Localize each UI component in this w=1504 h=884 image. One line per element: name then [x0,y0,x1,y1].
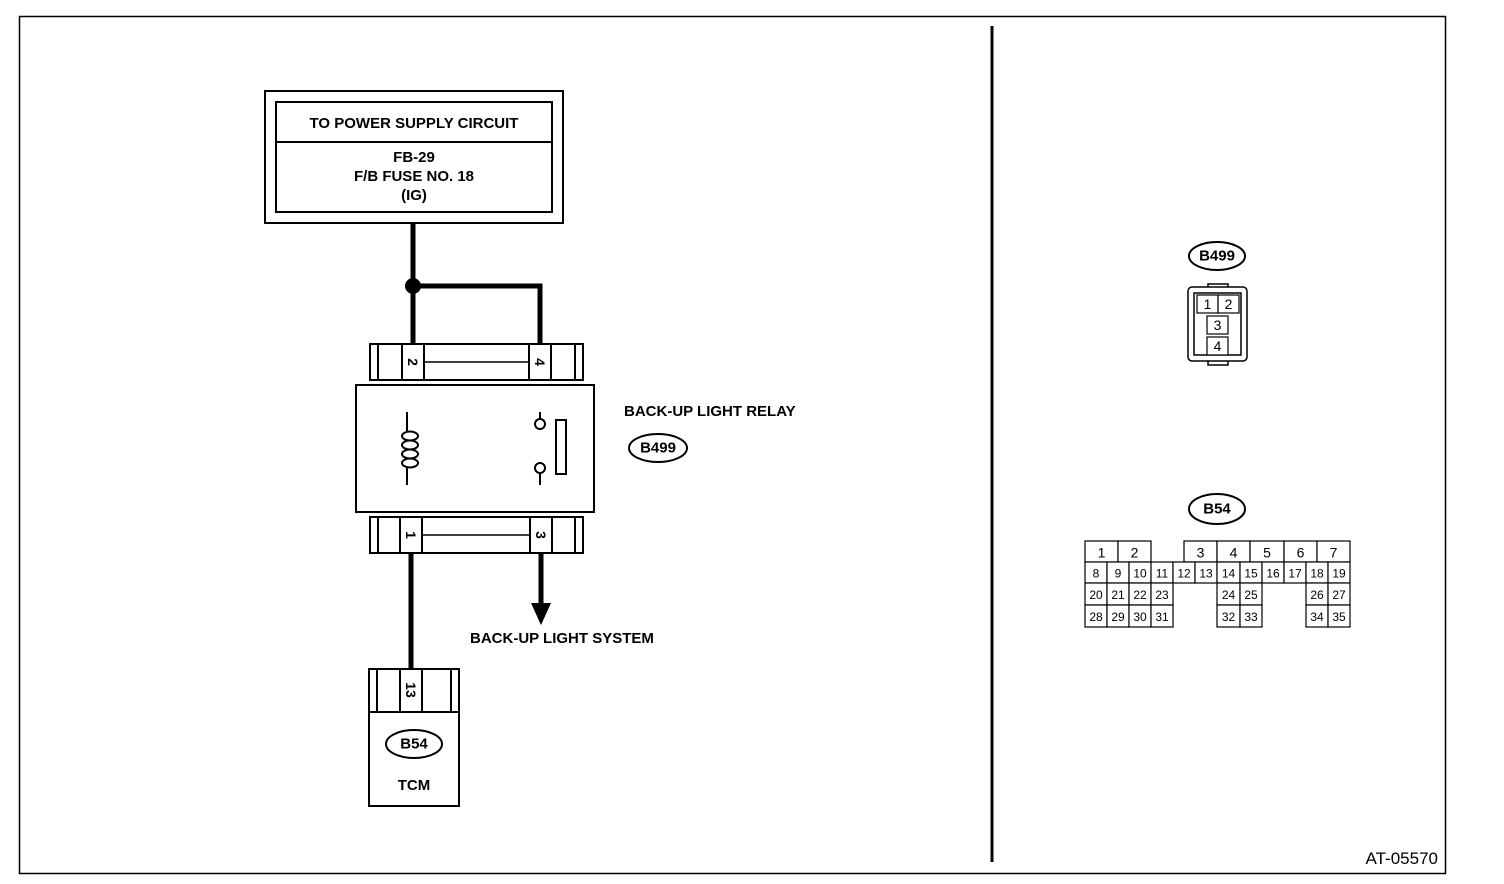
b54-pin-21: 21 [1111,588,1125,602]
b54-pin-16: 16 [1266,567,1280,581]
b54-pin-3: 3 [1197,545,1205,561]
b54-pin-15: 15 [1244,567,1258,581]
b54-pin-10: 10 [1133,567,1147,581]
b54-pin-19: 19 [1332,567,1346,581]
b54-pin-18: 18 [1310,567,1324,581]
diagram-frame [18,15,1447,875]
b54-pin-1: 1 [1098,545,1106,561]
relay-pin-4: 4 [532,358,548,366]
b54-pin-29: 29 [1111,610,1125,624]
relay-pin-1: 1 [403,531,419,539]
relay-pin-3: 3 [533,531,549,539]
tcm-module: 13 B54 TCM [368,668,460,807]
tcm-name: TCM [398,777,431,794]
b54-pin-cell [1150,604,1174,628]
relay-bottom-connector: 1 3 [369,516,584,554]
b499-pin-4: 4 [1214,338,1222,354]
b54-pin-8: 8 [1093,567,1100,581]
b54-pin-23: 23 [1155,588,1169,602]
fuse-name: F/B FUSE NO. 18 [354,168,474,185]
figure-reference: AT-05570 [1366,849,1438,868]
b499-connector-view: B499 1 2 3 4 [1187,241,1248,366]
b54-pin-12: 12 [1177,567,1191,581]
b54-pin-6: 6 [1297,545,1305,561]
b54-pin-11: 11 [1156,567,1169,581]
power-supply-box: TO POWER SUPPLY CIRCUIT FB-29 F/B FUSE N… [264,90,564,224]
power-box-title: TO POWER SUPPLY CIRCUIT [310,115,519,132]
b499-pin-3: 3 [1214,317,1222,333]
b54-pin-25: 25 [1244,588,1258,602]
b54-pin-5: 5 [1263,545,1271,561]
relay-connector-label: B499 [640,440,676,457]
b54-pin-33: 33 [1244,610,1258,624]
b54-pin-17: 17 [1288,567,1302,581]
b54-pin-13: 13 [1199,567,1213,581]
b54-pin-2: 2 [1131,545,1139,561]
b499-view-label: B499 [1199,248,1235,265]
fuse-supply-type: (IG) [401,187,427,204]
b54-pin-35: 35 [1332,610,1346,624]
wires [408,224,544,669]
wire-junction-to-pin4 [413,283,543,344]
relay-body [355,384,595,513]
b54-pin-20: 20 [1089,588,1103,602]
b54-pin-30: 30 [1133,610,1147,624]
b54-pin-14: 14 [1222,567,1236,581]
relay-coil-icon [401,412,419,485]
backup-light-system-label: BACK-UP LIGHT SYSTEM [470,630,654,647]
b54-pin-26: 26 [1310,588,1324,602]
b54-view-label: B54 [1203,501,1231,518]
relay-name: BACK-UP LIGHT RELAY [624,403,796,420]
tcm-connector-label: B54 [400,736,428,753]
b499-pin-1: 1 [1204,296,1212,312]
b54-pin-9: 9 [1115,567,1122,581]
b54-pin-28: 28 [1089,610,1103,624]
b54-pin-34: 34 [1310,610,1324,624]
fuse-ref: FB-29 [393,149,435,166]
b54-pin-27: 27 [1332,588,1346,602]
relay-switch-icon [534,412,567,485]
tcm-pin-13: 13 [403,682,419,698]
b54-pin-cell [1327,604,1351,628]
b54-pin-22: 22 [1133,588,1147,602]
b54-pin-24: 24 [1222,588,1236,602]
wire-junction-dot [405,278,421,294]
b54-pin-31: 31 [1155,610,1169,624]
b54-pin-7: 7 [1330,545,1338,561]
b54-pin-32: 32 [1222,610,1236,624]
tcm-connector-badge [385,729,443,759]
relay-connector-badge [628,433,688,463]
b54-pin-cell [1239,604,1263,628]
b499-pin-2: 2 [1225,296,1233,312]
b54-pin-4: 4 [1230,545,1238,561]
relay-pin-2: 2 [405,358,421,366]
backup-arrow-icon [531,603,551,625]
relay-top-connector: 2 4 [369,343,584,381]
